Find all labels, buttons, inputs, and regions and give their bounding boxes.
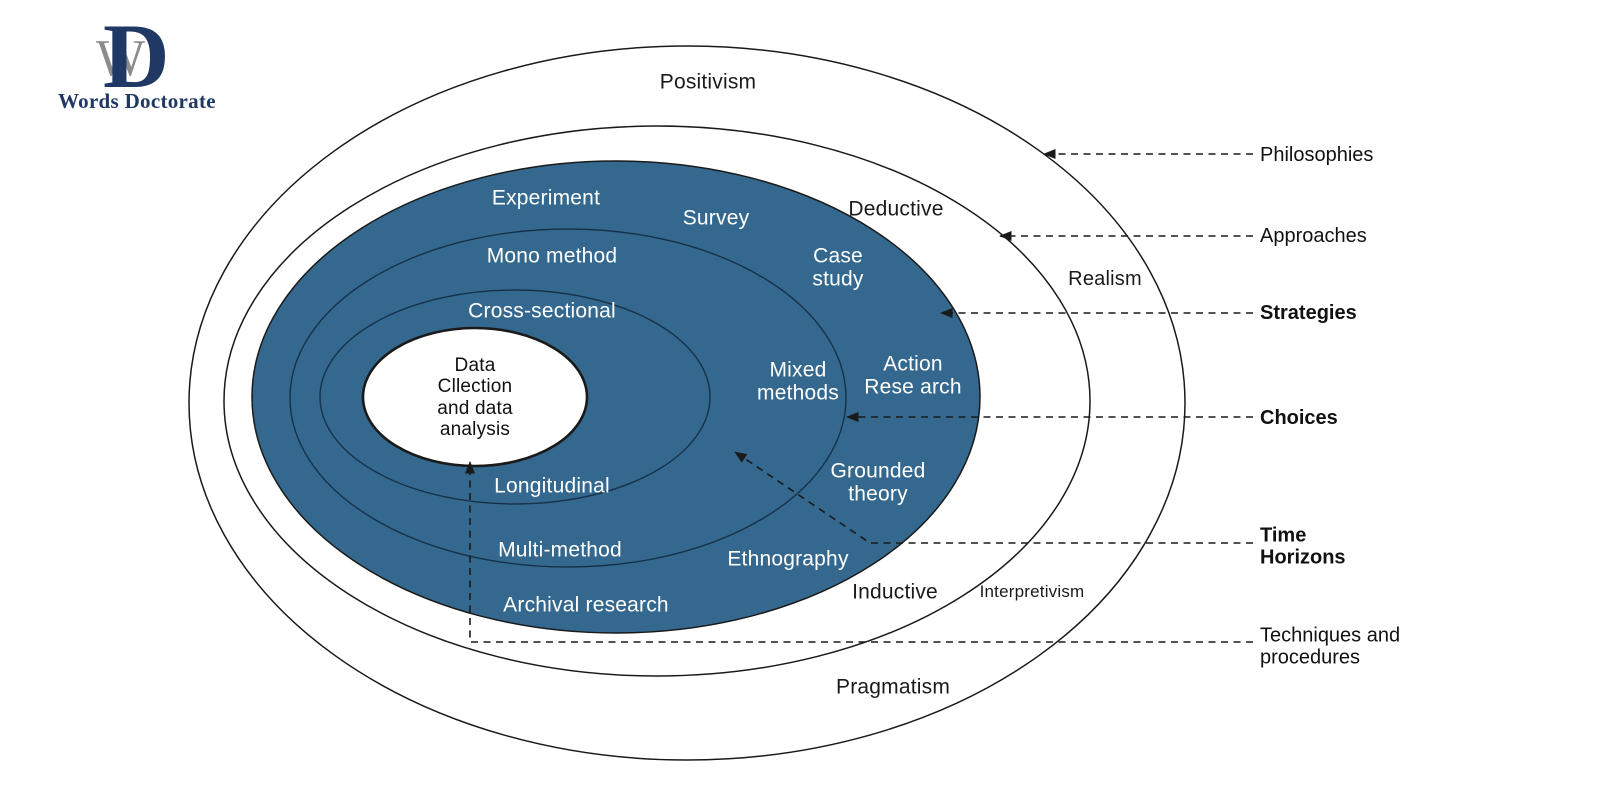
label-mixed-methods: Mixed methods xyxy=(757,358,839,404)
callout-time-horizons: Time Horizons xyxy=(1260,524,1346,569)
words-doctorate-logo: W D Words Doctorate xyxy=(58,10,278,120)
label-cross-sectional: Cross-sectional xyxy=(468,299,616,323)
techniques-callout-arrow xyxy=(465,461,1253,643)
label-grounded-theory: Grounded theory xyxy=(830,459,926,505)
label-pragmatism: Pragmatism xyxy=(835,675,951,699)
time-horizons-callout-arrow xyxy=(734,451,1253,544)
callout-philosophies: Philosophies xyxy=(1260,143,1374,166)
label-ethnography: Ethnography xyxy=(727,547,849,571)
label-multi-method: Multi-method xyxy=(498,538,622,562)
label-mono-method: Mono method xyxy=(486,244,618,268)
label-realism: Realism xyxy=(1068,268,1142,291)
logo-monogram-w: W xyxy=(96,30,146,87)
label-action-research: Action Rese arch xyxy=(864,352,962,398)
callout-choices: Choices xyxy=(1260,406,1338,429)
callout-approaches: Approaches xyxy=(1260,224,1367,247)
label-positivism: Positivism xyxy=(659,70,757,94)
label-deductive: Deductive xyxy=(848,197,944,221)
label-archival-research: Archival research xyxy=(503,593,669,617)
callout-strategies: Strategies xyxy=(1260,301,1357,324)
label-inductive: Inductive xyxy=(852,580,938,604)
philosophies-ellipse xyxy=(188,45,1186,761)
label-case-study: Case study xyxy=(812,244,864,290)
strategies-ellipse xyxy=(251,160,981,634)
callout-techniques: Techniques and procedures xyxy=(1260,624,1401,669)
label-experiment: Experiment xyxy=(491,186,601,210)
choices-ellipse xyxy=(289,228,847,568)
time-horizons-ellipse xyxy=(319,289,711,505)
label-data-collection-analysis: Data Cllection and data analysis xyxy=(437,355,513,441)
label-longitudinal: Longitudinal xyxy=(494,474,610,498)
label-survey: Survey xyxy=(682,206,750,230)
approaches-ellipse xyxy=(223,125,1091,677)
label-interpretivism: Interpretivism xyxy=(979,581,1085,601)
logo-monogram-d: D xyxy=(103,5,170,107)
logo-wordmark: Words Doctorate xyxy=(58,89,216,113)
center-ellipse xyxy=(361,326,589,468)
